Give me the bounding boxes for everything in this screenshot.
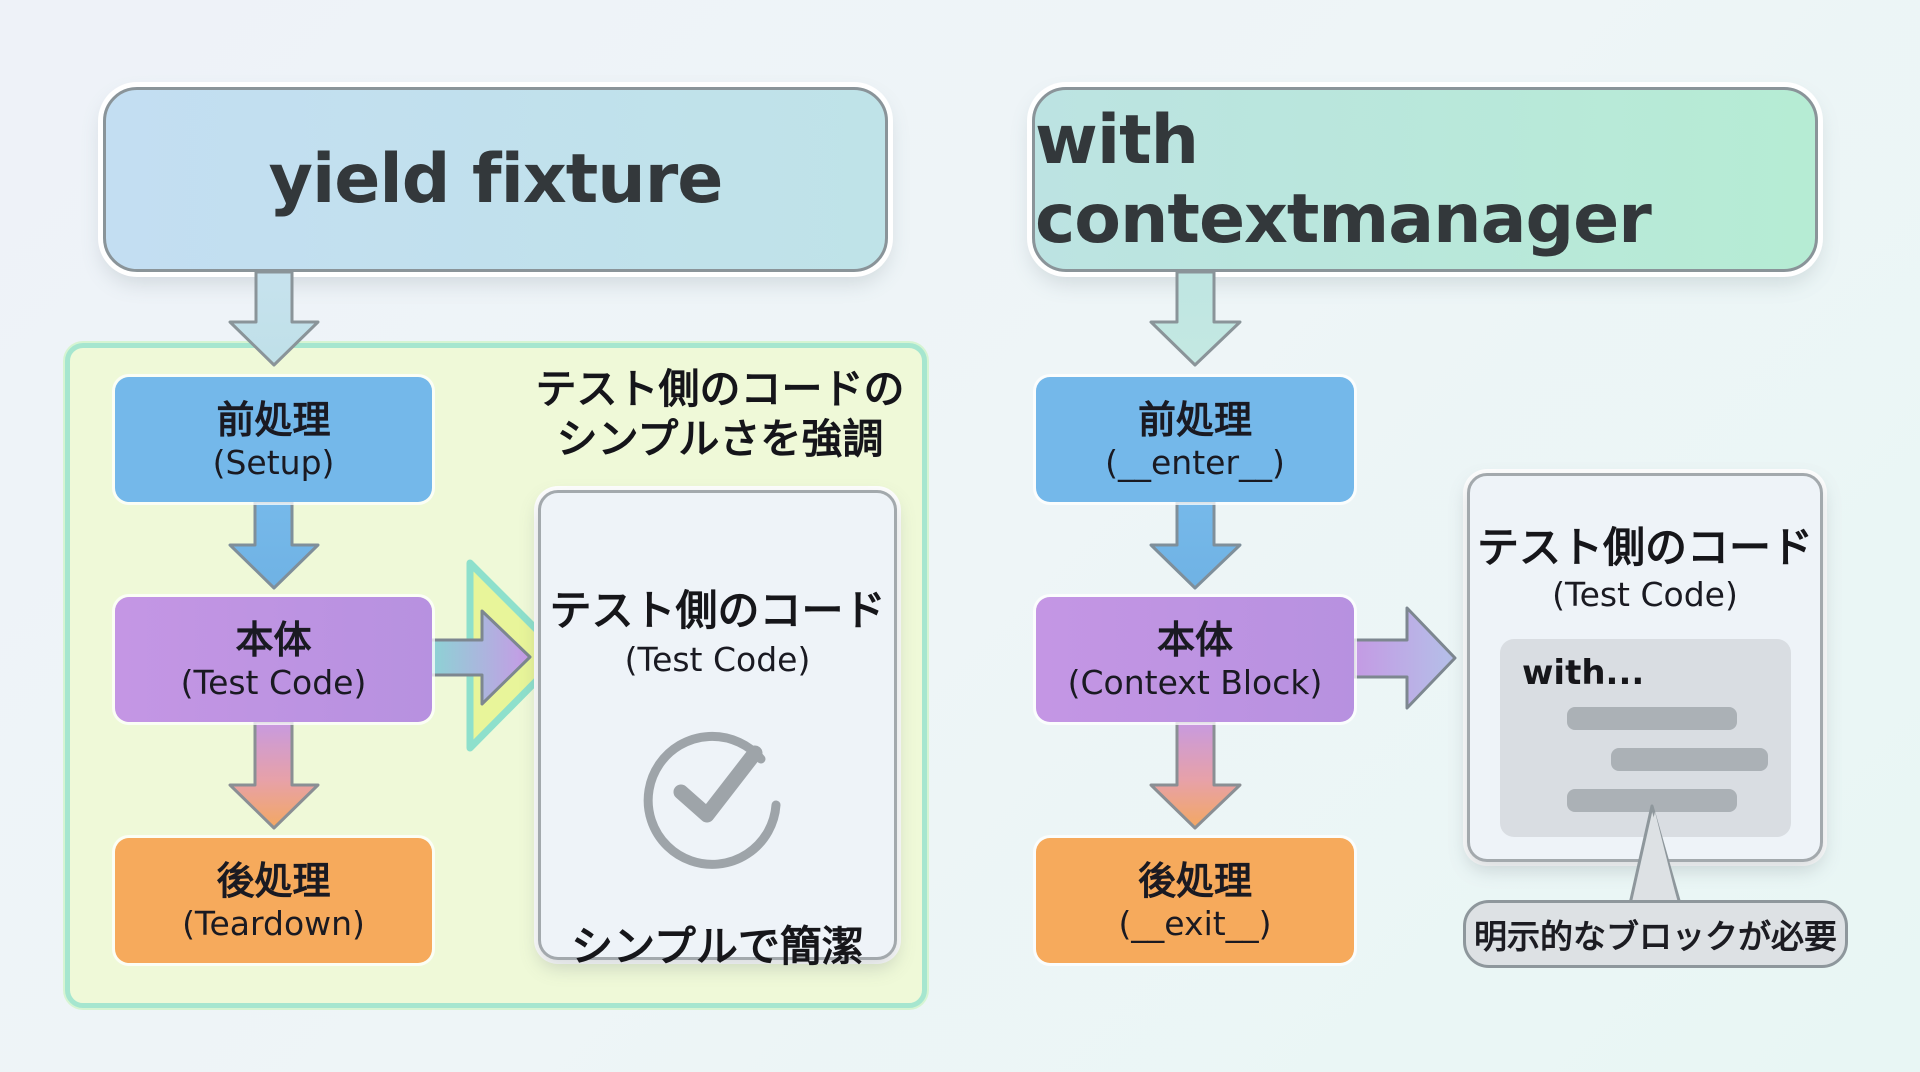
arrow-context-to-testcode: [1352, 606, 1457, 710]
check-circle-icon: [643, 731, 780, 869]
step-setup: 前処理 (Setup): [115, 377, 432, 502]
explicit-block-callout: 明示的なブロックが必要: [1463, 900, 1848, 968]
yield-fixture-header: yield fixture: [103, 87, 888, 272]
code-line: [1567, 789, 1737, 812]
contextmanager-header: with contextmanager: [1032, 87, 1818, 272]
step-context-block: 本体 (Context Block): [1036, 597, 1354, 722]
test-code-card-caption: シンプルで簡潔: [571, 922, 864, 971]
step-body-sublabel: (Test Code): [180, 662, 367, 702]
step-setup-sublabel: (Setup): [212, 442, 335, 482]
code-line: [1567, 707, 1737, 730]
code-line: [1611, 748, 1768, 771]
step-teardown: 後処理 (Teardown): [115, 838, 432, 963]
step-enter-sublabel: (__enter__): [1105, 442, 1285, 482]
step-enter: 前処理 (__enter__): [1036, 377, 1354, 502]
with-card-subtitle: (Test Code): [1552, 575, 1738, 614]
step-teardown-sublabel: (Teardown): [182, 903, 365, 943]
step-teardown-label: 後処理: [216, 858, 331, 903]
emphasis-label: テスト側のコードの シンプルさを強調: [520, 364, 920, 464]
step-exit-sublabel: (__exit__): [1118, 903, 1272, 943]
step-exit-label: 後処理: [1137, 858, 1252, 903]
callout-text: 明示的なブロックが必要: [1474, 917, 1837, 956]
step-context-label: 本体: [1156, 617, 1233, 662]
test-code-card-title: テスト側のコード: [549, 586, 886, 635]
code-block: with...: [1500, 639, 1791, 837]
yield-test-code-card: テスト側のコード (Test Code) シンプルで簡潔: [538, 490, 897, 971]
with-card-title: テスト側のコード: [1476, 523, 1813, 572]
test-code-card-subtitle: (Test Code): [624, 640, 811, 679]
step-body-label: 本体: [235, 617, 312, 662]
arrow-header-to-enter: [1149, 270, 1242, 367]
step-context-sublabel: (Context Block): [1067, 662, 1323, 702]
step-test-body: 本体 (Test Code): [115, 597, 432, 722]
code-keyword: with...: [1522, 653, 1645, 693]
contextmanager-title: with contextmanager: [1035, 100, 1652, 259]
step-setup-label: 前処理: [216, 397, 331, 442]
step-exit: 後処理 (__exit__): [1036, 838, 1354, 963]
arrow-enter-to-context: [1149, 500, 1242, 590]
emphasis-line-2: シンプルさを強調: [556, 415, 884, 463]
emphasis-line-1: テスト側のコードの: [535, 365, 905, 413]
arrow-context-to-exit: [1149, 720, 1242, 830]
yield-fixture-title: yield fixture: [268, 140, 724, 219]
step-enter-label: 前処理: [1137, 397, 1252, 442]
